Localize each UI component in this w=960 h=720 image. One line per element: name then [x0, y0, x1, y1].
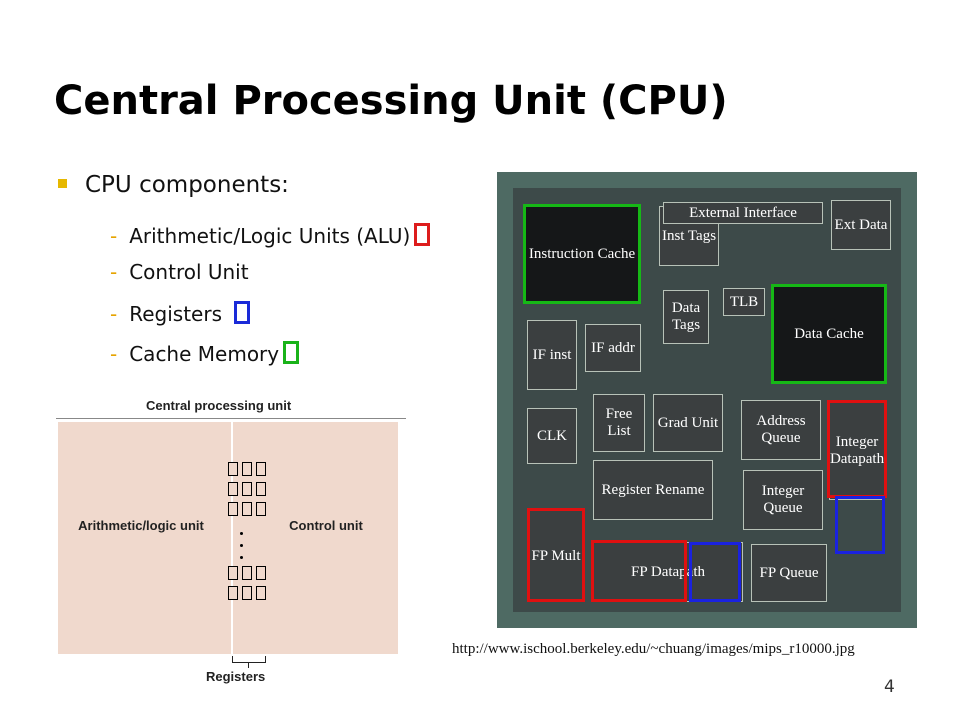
ellipsis-dot-icon [240, 532, 243, 535]
register-icon [242, 566, 252, 580]
registers-highlight [835, 496, 885, 554]
register-icon [242, 482, 252, 496]
alu-marker-icon [414, 223, 431, 246]
alu-label: Arithmetic/logic unit [78, 518, 204, 533]
register-rename-block: Register Rename [593, 460, 713, 520]
sub-item-control-unit: -Control Unit [110, 260, 249, 284]
diagram-rule [56, 418, 406, 419]
control-unit-label: Control unit [289, 518, 363, 533]
address-queue-block: Address Queue [741, 400, 821, 460]
integer-datapath-block: Integer Datapath [829, 402, 885, 500]
grad-unit-block: Grad Unit [653, 394, 723, 452]
sub-item-label: Registers [129, 302, 222, 326]
register-icon [256, 482, 266, 496]
bracket-stem [248, 662, 249, 668]
register-icon [256, 462, 266, 476]
slide-title: Central Processing Unit (CPU) [54, 78, 728, 124]
sub-item-label: Control Unit [129, 260, 249, 284]
cache-highlight [523, 204, 641, 304]
sub-item-cache-memory: -Cache Memory [110, 338, 300, 366]
bullet-text: CPU components: [85, 172, 289, 198]
register-icon [256, 586, 266, 600]
register-icon [228, 566, 238, 580]
registers-bracket [232, 656, 266, 663]
ext-data-block: Ext Data [831, 200, 891, 250]
register-icon [228, 482, 238, 496]
integer-queue-block: Integer Queue [743, 470, 823, 530]
data-tags-block: Data Tags [663, 290, 709, 344]
fp-queue-block: FP Queue [751, 544, 827, 602]
diagram-divider [231, 422, 233, 654]
register-icon [242, 502, 252, 516]
dash-icon: - [110, 224, 118, 248]
sub-item-alu: -Arithmetic/Logic Units (ALU) [110, 220, 431, 248]
register-icon [242, 586, 252, 600]
dash-icon: - [110, 342, 118, 366]
diagram-box [58, 422, 398, 654]
register-icon [242, 462, 252, 476]
free-list-block: Free List [593, 394, 645, 452]
registers-marker-icon [233, 301, 250, 324]
bullet-square-icon [58, 179, 67, 188]
cpu-die-photo: Instruction Cache Inst Tags External Int… [497, 172, 917, 628]
register-icon [256, 502, 266, 516]
ellipsis-dot-icon [240, 556, 243, 559]
page-number: 4 [884, 677, 895, 697]
dash-icon: - [110, 260, 118, 284]
registers-highlight [689, 542, 741, 602]
alu-highlight [591, 540, 687, 602]
registers-label: Registers [206, 669, 266, 684]
clk-block: CLK [527, 408, 577, 464]
if-inst-block: IF inst [527, 320, 577, 390]
diagram-title: Central processing unit [146, 398, 292, 413]
register-icon [256, 566, 266, 580]
fp-datapath-block: FP Datapath [593, 542, 743, 602]
ellipsis-dot-icon [240, 544, 243, 547]
if-addr-block: IF addr [585, 324, 641, 372]
fp-mult-block: FP Mult [529, 510, 583, 602]
sub-item-label: Arithmetic/Logic Units (ALU) [129, 224, 411, 248]
cache-marker-icon [283, 341, 300, 364]
register-icon [228, 502, 238, 516]
sub-item-registers: -Registers [110, 298, 250, 326]
dash-icon: - [110, 302, 118, 326]
instruction-cache-block: Instruction Cache [525, 206, 639, 302]
source-url: http://www.ischool.berkeley.edu/~chuang/… [452, 641, 855, 657]
sub-item-label: Cache Memory [129, 342, 280, 366]
bullet-cpu-components: CPU components: [58, 172, 289, 198]
tlb-block: TLB [723, 288, 765, 316]
cache-highlight [771, 284, 887, 384]
register-icon [228, 462, 238, 476]
cpu-diagram: Central processing unit Arithmetic/logic… [56, 392, 406, 712]
alu-highlight [827, 400, 887, 498]
alu-highlight [527, 508, 585, 602]
external-interface-block: External Interface [663, 202, 823, 224]
register-icon [228, 586, 238, 600]
